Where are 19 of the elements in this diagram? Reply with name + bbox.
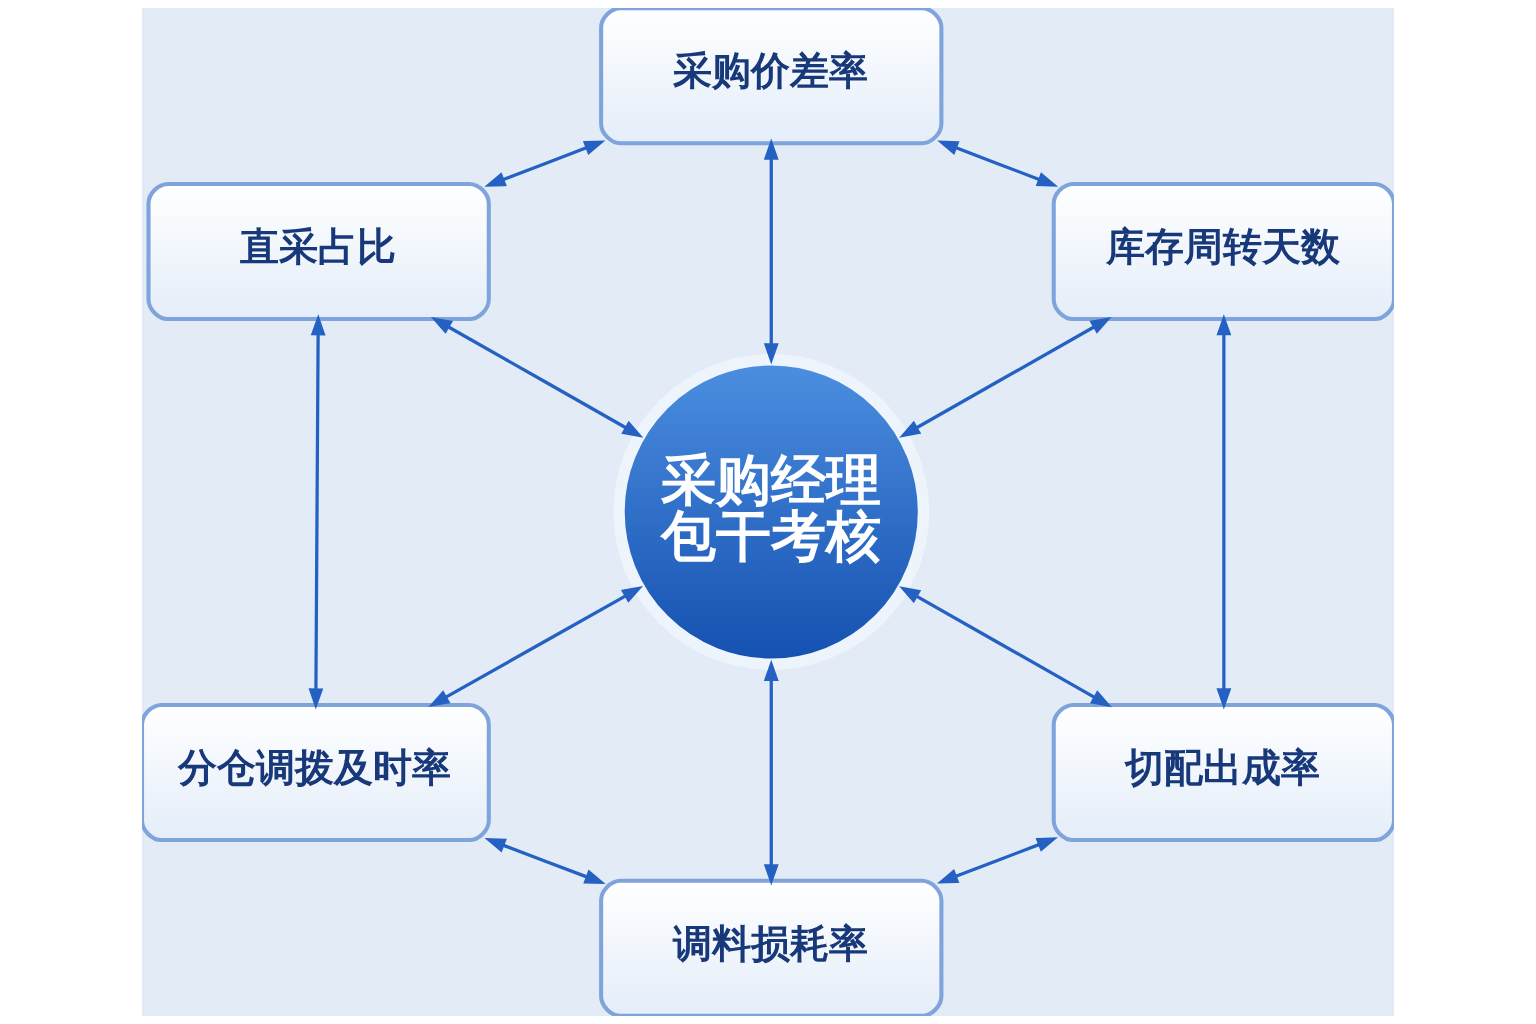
node-box: 库存周转天数	[1051, 181, 1394, 322]
node-box: 采购价差率	[599, 8, 944, 146]
arrow	[899, 316, 1112, 438]
arrow	[484, 140, 606, 187]
arrow	[428, 585, 644, 708]
arrow	[430, 316, 644, 438]
node-box: 直采占比	[146, 181, 491, 322]
node-circle: 采购经理包干考核	[613, 354, 930, 670]
arrow	[1216, 314, 1232, 710]
arrow	[308, 314, 326, 710]
node-box: 分仓调拨及时率	[142, 702, 491, 843]
arrow	[899, 586, 1112, 708]
arrow	[763, 138, 779, 365]
arrow	[937, 140, 1059, 187]
arrow	[484, 838, 606, 885]
arrow	[936, 837, 1058, 884]
node-box: 调料损耗率	[599, 878, 944, 1016]
node-box: 切配出成率	[1051, 702, 1394, 843]
arrow	[763, 659, 779, 886]
